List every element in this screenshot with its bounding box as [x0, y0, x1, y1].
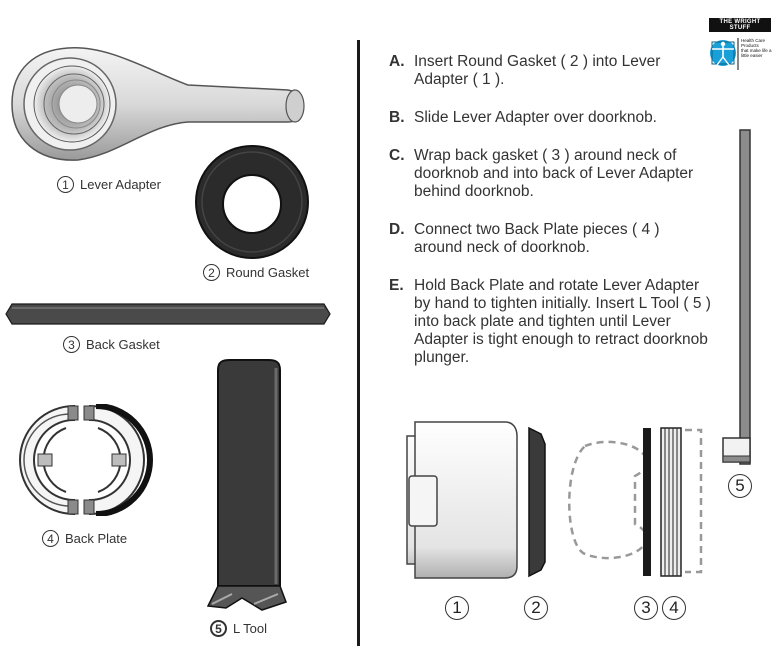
assembly-label-5: 5	[728, 474, 752, 498]
step-a: A. Insert Round Gasket ( 2 ) into Lever …	[389, 53, 719, 89]
back-plate-label: 4 Back Plate	[42, 530, 127, 547]
part-number-4: 4	[42, 530, 59, 547]
step-d-letter: D.	[389, 221, 405, 238]
assembly-number-3: 3	[634, 596, 658, 620]
assembly-number-5: 5	[728, 474, 752, 498]
part-number-1: 1	[57, 176, 74, 193]
lever-adapter-illustration	[11, 47, 305, 161]
round-gasket-text: Round Gasket	[226, 265, 310, 280]
column-divider	[357, 40, 360, 646]
step-d: D. Connect two Back Plate pieces ( 4 ) a…	[389, 221, 719, 257]
assembly-number-1: 1	[445, 596, 469, 620]
assembly-number-2: 2	[524, 596, 548, 620]
back-gasket-label: 3 Back Gasket	[63, 336, 160, 353]
logo-tagline-4: little easier	[741, 53, 763, 58]
part-number-2: 2	[203, 264, 220, 281]
logo-name: THE WRIGHT STUFF	[709, 18, 771, 32]
step-c: C. Wrap back gasket ( 3 ) around neck of…	[389, 147, 719, 201]
l-tool-label: 5 L Tool	[210, 620, 267, 637]
lever-adapter-text: Lever Adapter	[80, 177, 161, 192]
assembly-illustration	[406, 421, 703, 579]
assembly-label-2: 2	[524, 596, 548, 620]
l-tool-side-view	[722, 129, 751, 465]
step-e-letter: E.	[389, 277, 404, 294]
back-gasket-illustration	[5, 303, 331, 325]
lever-adapter-label: 1 Lever Adapter	[57, 176, 161, 193]
back-gasket-text: Back Gasket	[86, 337, 160, 352]
step-c-text: Wrap back gasket ( 3 ) around neck of do…	[414, 147, 694, 200]
step-b-letter: B.	[389, 109, 405, 126]
assembly-number-4: 4	[662, 596, 686, 620]
company-logo: THE WRIGHT STUFF Health Care Products th…	[709, 18, 773, 70]
assembly-label-4: 4	[662, 596, 686, 620]
step-b-text: Slide Lever Adapter over doorknob.	[414, 109, 657, 126]
assembly-label-3: 3	[634, 596, 658, 620]
step-a-text: Insert Round Gasket ( 2 ) into Lever Ada…	[414, 53, 661, 88]
part-number-5: 5	[210, 620, 227, 637]
step-c-letter: C.	[389, 147, 405, 164]
logo-tagline: Health Care Products that make life a li…	[741, 38, 773, 58]
round-gasket-illustration	[195, 145, 309, 259]
l-tool-text: L Tool	[233, 621, 267, 636]
round-gasket-label: 2 Round Gasket	[203, 264, 309, 281]
logo-tagline-1: Health Care	[741, 38, 766, 43]
step-a-letter: A.	[389, 53, 405, 70]
back-plate-text: Back Plate	[65, 531, 128, 546]
vitruvian-figure-icon	[710, 38, 739, 70]
logo-tagline-3: that make life a	[741, 48, 772, 53]
assembly-label-1: 1	[445, 596, 469, 620]
step-e: E. Hold Back Plate and rotate Lever Adap…	[389, 277, 719, 367]
back-plate-illustration	[19, 404, 153, 516]
part-number-3: 3	[63, 336, 80, 353]
step-d-text: Connect two Back Plate pieces ( 4 ) arou…	[414, 221, 660, 256]
logo-tagline-2: Products	[741, 43, 759, 48]
l-tool-illustration	[206, 359, 287, 611]
step-b: B. Slide Lever Adapter over doorknob.	[389, 109, 719, 127]
step-e-text: Hold Back Plate and rotate Lever Adapter…	[414, 277, 711, 366]
